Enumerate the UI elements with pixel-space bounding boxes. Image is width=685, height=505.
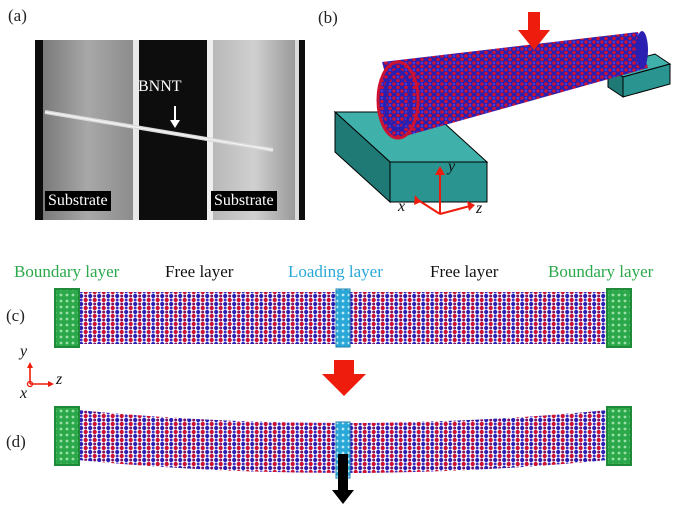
- free-layer-right-label: Free layer: [430, 262, 499, 281]
- sem-micrograph: BNNT Substrate Substrate: [35, 40, 305, 220]
- axis-z-label-b: z: [476, 200, 483, 217]
- load-arrow-head: [332, 490, 354, 504]
- substrate-right-label: Substrate: [211, 191, 277, 211]
- axes-triad-c: [26, 362, 54, 388]
- deformation-arrow: [322, 360, 366, 396]
- substrate-left-label: Substrate: [45, 191, 111, 211]
- boundary-layer-left-label: Boundary layer: [14, 262, 120, 281]
- free-layer-left-label: Free layer: [165, 262, 234, 281]
- load-arrow-3d: [518, 12, 550, 50]
- substrate-right-region: [213, 40, 295, 220]
- axis-y-label-c: y: [20, 343, 28, 360]
- panel-label-c: (c): [6, 306, 25, 325]
- axis-x-label-c: x: [20, 385, 28, 402]
- boundary-layer-left-d: [54, 406, 80, 466]
- nanotube-straight: [54, 288, 632, 348]
- boundary-layer-left-c: [54, 288, 80, 348]
- load-arrow-shaft: [338, 454, 348, 492]
- substrate-left-region: [43, 40, 133, 220]
- panel-label-d: (d): [6, 432, 26, 451]
- loading-layer-c: [335, 288, 351, 348]
- micrograph-image: [35, 40, 305, 220]
- boundary-layer-right-d: [606, 406, 632, 466]
- panel-label-a: (a): [8, 6, 27, 25]
- substrate-block-left: [333, 110, 489, 204]
- nanotube-3d: [376, 31, 648, 140]
- nanotube-bent: [54, 406, 632, 504]
- schematic-3d: [333, 12, 672, 215]
- boundary-layer-right-label: Boundary layer: [548, 262, 654, 281]
- axis-y-label-b: y: [448, 158, 456, 175]
- boundary-layer-right-c: [606, 288, 632, 348]
- loading-layer-label: Loading layer: [288, 262, 383, 281]
- axes-triad-b: [414, 166, 475, 215]
- panel-label-b: (b): [318, 8, 338, 27]
- axis-z-label-c: z: [56, 371, 63, 388]
- axis-x-label-b: x: [398, 198, 406, 215]
- bnnt-label: BNNT: [138, 78, 182, 95]
